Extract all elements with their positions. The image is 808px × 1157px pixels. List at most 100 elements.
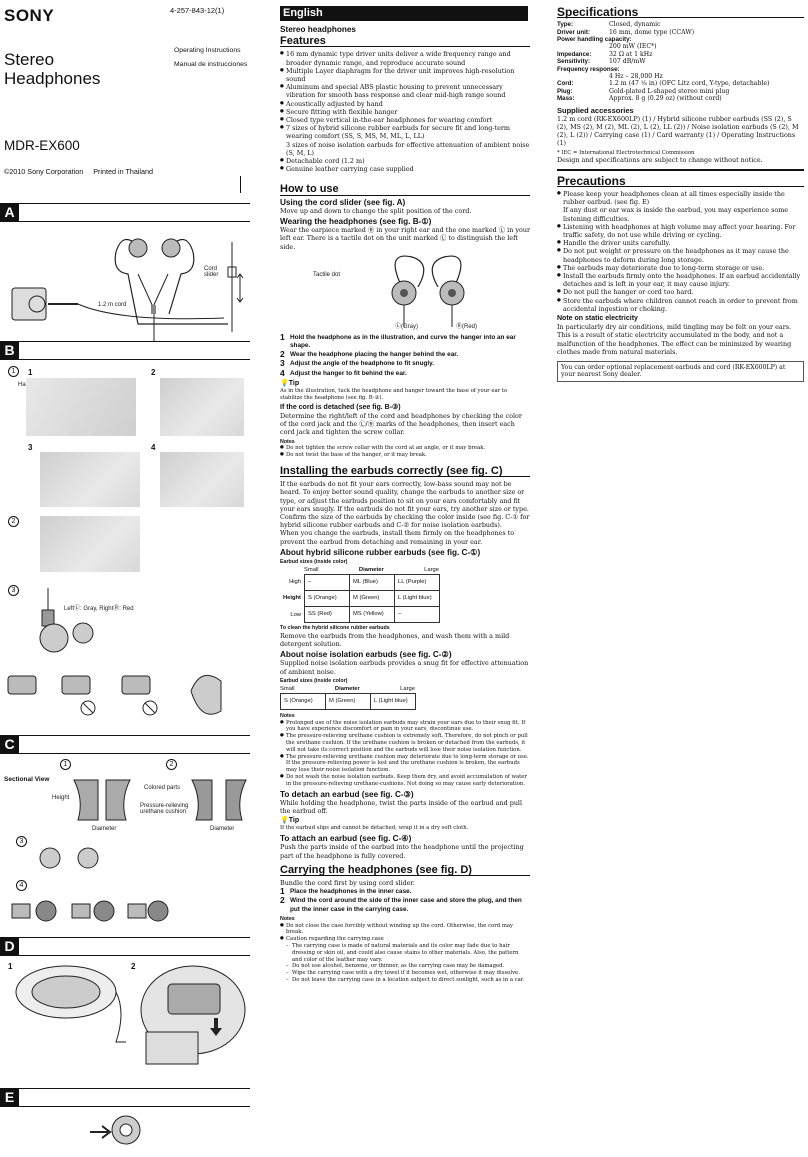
table-cell: MS (Yellow)	[349, 605, 395, 623]
spec-key: Frequency response:	[557, 65, 620, 73]
spec-row: Sensitivity: 107 dB/mW	[557, 58, 770, 65]
step-number: 2	[280, 349, 285, 360]
section-bar-c: C	[0, 735, 250, 754]
order-note: You can order optional replacement earbu…	[557, 360, 804, 382]
spec-key: Mass:	[557, 95, 575, 103]
spec-key: Type:	[557, 21, 574, 29]
section-bar-b: B	[0, 341, 250, 360]
spec-key: Power handling capacity:	[557, 36, 632, 44]
tip-label-1: 💡Tip	[280, 379, 300, 387]
fig-b-step-2: 2	[151, 368, 156, 377]
low-label: Low	[290, 611, 301, 618]
table-cell: L (Light blue)	[394, 589, 440, 607]
table-cell: ML (Blue)	[349, 573, 395, 591]
diameter-label-1: Diameter	[92, 826, 117, 832]
divider	[240, 176, 241, 193]
section-bar-a: A	[0, 203, 250, 222]
wearing-text: Wear the earpiece marked Ⓡ in your right…	[280, 226, 531, 251]
noise-notes: Prolonged use of the noise isolation ear…	[280, 720, 530, 788]
static-text: In particularly dry air conditions, mild…	[557, 323, 792, 356]
fig-b5-illustration	[40, 516, 140, 572]
fig-tag-e: E	[0, 1088, 19, 1107]
table-cell: –	[394, 605, 440, 623]
english-column: Stereo headphones Features 16 mm dynamic…	[280, 25, 531, 984]
feature-item: Aluminum and special ABS plastic housing…	[280, 83, 530, 99]
high-label: High	[289, 578, 301, 585]
spec-row: Cord:1.2 m (47 ¹⁄₈ in) (OFC Litz cord, Y…	[557, 80, 770, 87]
spec-value: 107 dB/mW	[609, 58, 646, 66]
spec-key: Driver unit:	[557, 28, 591, 36]
install-heading: Installing the earbuds correctly (see fi…	[280, 465, 530, 478]
sizes-label-1: Earbud sizes (inside color)	[280, 558, 348, 565]
cord-slider-text: Move up and down to change the split pos…	[280, 206, 472, 215]
precaution-item: Do not pull the hanger or cord too hard.	[557, 288, 804, 296]
model-number: MDR-EX600	[4, 138, 80, 153]
feature-item: 16 mm dynamic type driver units deliver …	[280, 50, 530, 66]
hybrid-heading: About hybrid silicone rubber earbuds (se…	[280, 547, 481, 557]
note-item: Caution regarding the carrying case	[280, 936, 530, 943]
circle-c4: 4	[16, 880, 27, 891]
precaution-item: The earbuds may deteriorate due to long-…	[557, 264, 804, 272]
notes-label-1: Notes	[280, 438, 295, 445]
spec-row: 4 Hz – 28,000 Hz	[557, 73, 770, 80]
noise-size-table: S (Orange)M (Green)L (Light blue)	[280, 692, 416, 710]
large-label-2: Large	[400, 685, 415, 692]
dash-item: Do not leave the carrying case in a loca…	[286, 977, 530, 984]
circle-c1: 1	[60, 759, 71, 770]
notes-label-2: Notes	[280, 712, 295, 719]
table-cell: M (Green)	[349, 589, 395, 607]
section-bar-e: E	[0, 1088, 250, 1107]
fig-b-step-3: 3	[28, 443, 33, 452]
table-row: S (Orange)M (Green)L (Light blue)	[304, 589, 440, 607]
detached-heading: If the cord is detached (see fig. B-③)	[280, 403, 401, 411]
ops-spanish: Manual de instrucciones	[174, 61, 248, 68]
wearing-figure: Tactile dot Ⓛ(Gray) Ⓡ(Red)	[280, 251, 530, 333]
spec-key	[557, 73, 609, 80]
spec-row: 200 mW (IEC*)	[557, 43, 770, 50]
fig-e-earbud-illustration	[90, 1115, 141, 1145]
install-text: If the earbuds do not fit your ears corr…	[280, 480, 530, 546]
language-header: English	[280, 6, 528, 21]
figure-a-illustration	[11, 238, 244, 342]
spec-value: 1.2 m (47 ¹⁄₈ in) (OFC Litz cord, Y-type…	[609, 80, 770, 88]
feature-item: Secure fitting with flexible hanger	[280, 108, 530, 116]
dash-item: Wipe the carrying case with a dry towel …	[286, 970, 530, 977]
accessories-heading: Supplied accessories	[557, 105, 634, 115]
title-line-2: Headphones	[4, 69, 101, 88]
tip-text-label-2: Tip	[288, 817, 300, 825]
tip-2-text: If the earbud slips and cannot be detach…	[280, 825, 469, 832]
fig-tag-c: C	[0, 735, 19, 754]
spec-value: 4 Hz – 28,000 Hz	[609, 73, 663, 81]
spec-row: Driver unit:16 mm, dome type (CCAW)	[557, 29, 770, 36]
tip-label-2: 💡Tip	[280, 817, 300, 825]
howto-heading: How to use	[280, 184, 530, 196]
precaution-item: Listening with headphones at high volume…	[557, 223, 804, 239]
diameter-label-2: Diameter	[210, 826, 235, 832]
tip-1-text: As in the illustration, tuck the headpho…	[280, 388, 508, 401]
fig-b1-illustration	[26, 378, 136, 436]
left-right-label: LeftⓁ: Gray, RightⓇ: Red	[64, 606, 134, 612]
note-item: The pressure-relieving urethane cushion …	[280, 733, 530, 753]
spec-row: Type: Closed, dynamic	[557, 21, 770, 28]
note-item: Do not tighten the screw collar with the…	[280, 445, 530, 452]
spec-value: Closed, dynamic	[609, 21, 661, 29]
circle-c2: 2	[166, 759, 177, 770]
detach-text: While holding the headphone, twist the p…	[280, 798, 523, 815]
spec-value: Gold-plated L-shaped stereo mini plug	[609, 87, 730, 95]
precaution-item: Store the earbuds where children cannot …	[557, 297, 804, 313]
brand-logo: SONY	[4, 6, 55, 25]
spec-key: Sensitivity:	[557, 58, 591, 66]
height-axis-label: Height	[282, 595, 301, 602]
feature-item: Genuine leather carrying case supplied	[280, 165, 530, 173]
fig-b2-illustration	[160, 378, 244, 436]
table-row: S (Orange)M (Green)L (Light blue)	[280, 692, 416, 710]
step-number: 1	[280, 886, 285, 897]
